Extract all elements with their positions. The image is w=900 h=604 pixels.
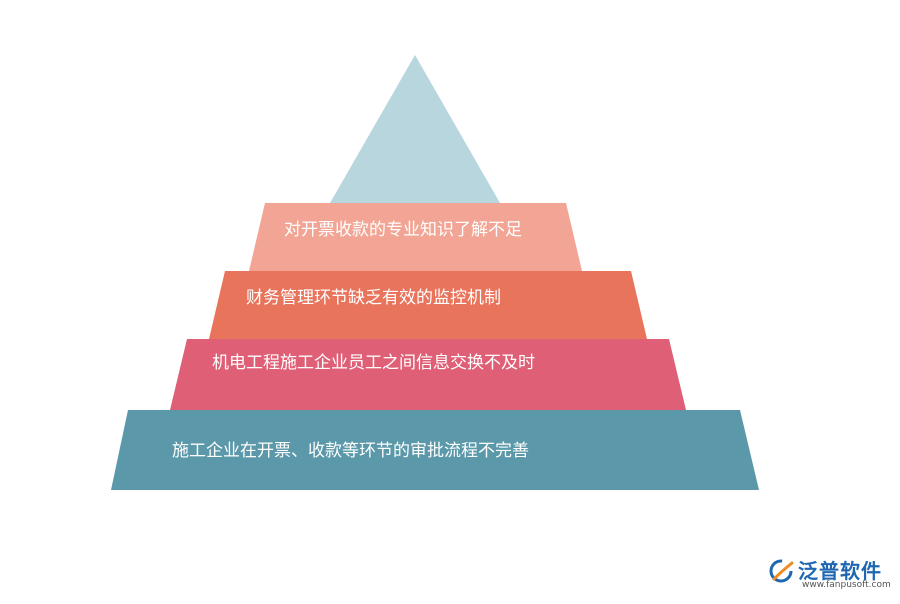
pyramid-layer-4-shape	[111, 410, 759, 490]
fanpu-logo-icon	[769, 559, 794, 583]
pyramid-layer-4-label: 施工企业在开票、收款等环节的审批流程不完善	[172, 441, 529, 461]
pyramid-layer-1-label: 对开票收款的专业知识了解不足	[284, 220, 522, 240]
pyramid-layer-3-label: 机电工程施工企业员工之间信息交换不及时	[212, 353, 535, 373]
pyramid-layer-2-shape	[209, 271, 647, 339]
pyramid-layer-1-shape	[249, 203, 582, 271]
fanpu-logo: 泛普软件 www.fanpusoft.com	[768, 553, 893, 593]
pyramid-layer-3-shape	[170, 339, 686, 410]
pyramid-layer-2-label: 财务管理环节缺乏有效的监控机制	[246, 288, 501, 308]
pyramid-apex	[330, 55, 500, 203]
logo-url: www.fanpusoft.com	[802, 580, 891, 590]
logo-name: 泛普软件	[798, 559, 882, 583]
